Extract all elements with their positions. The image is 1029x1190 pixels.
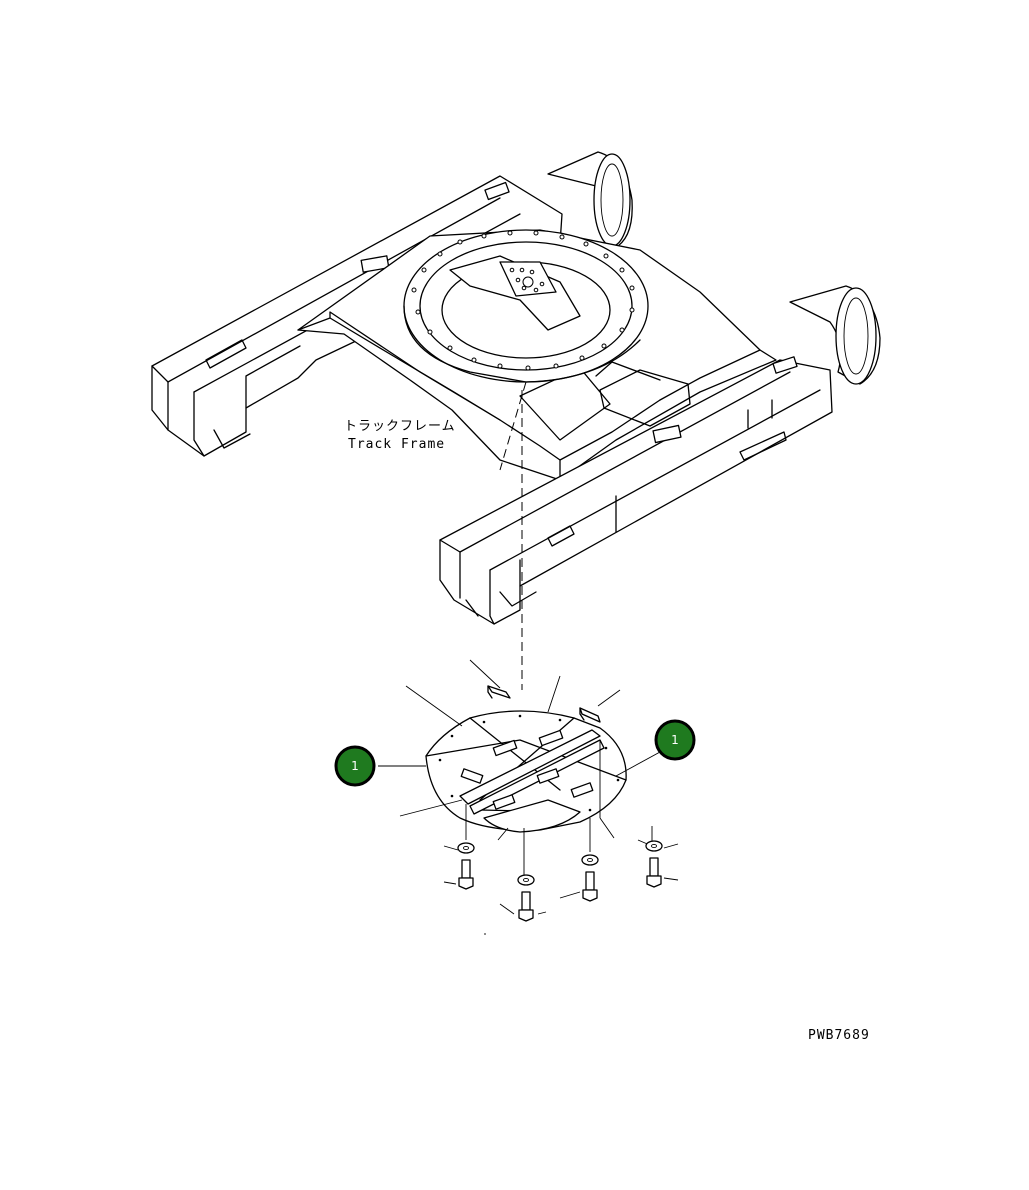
track-frame-drawing [151,151,881,690]
bolt [518,891,534,922]
part-label-jp: トラックフレーム [344,419,456,434]
callout-number: 1 [351,759,359,773]
bolt [646,857,662,888]
bolt [582,871,598,902]
callout-marker-right[interactable]: 1 [654,719,696,761]
callout-marker-left[interactable]: 1 [334,745,376,787]
ring-bolt-holes [411,230,635,371]
part-label-en: Track Frame [348,437,445,452]
bolt [458,859,474,890]
callout-number: 1 [671,733,679,747]
cover-plate-assembly [378,659,679,935]
drawing-code: PWB7689 [808,1028,870,1043]
